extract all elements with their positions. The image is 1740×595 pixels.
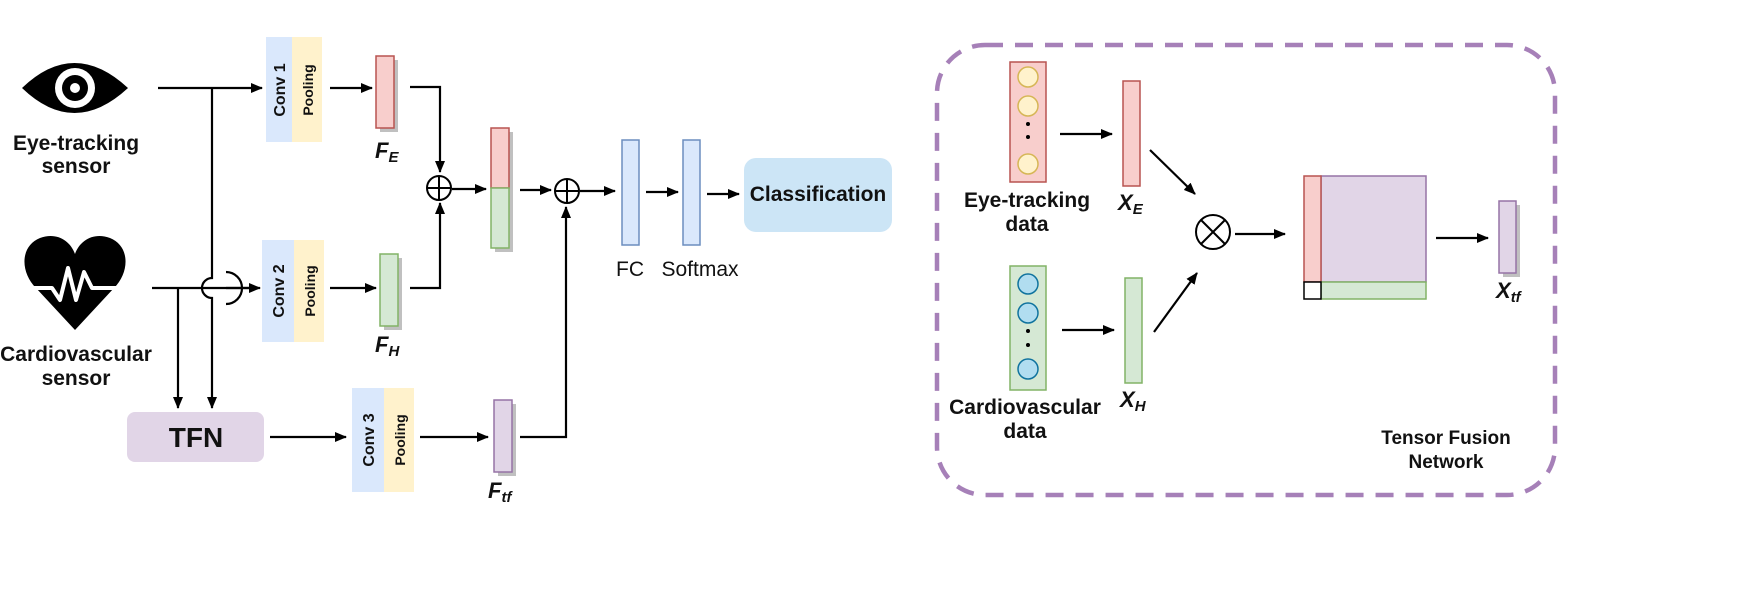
tfn-label: TFN — [169, 422, 223, 453]
xe-vector — [1122, 80, 1141, 187]
cardio-data-column — [1009, 265, 1047, 391]
xtf-label: Xtf — [1494, 278, 1523, 306]
conv1-label: Conv 1 — [272, 63, 289, 116]
sum2-icon — [554, 178, 580, 204]
ftf-label: Ftf — [488, 478, 513, 506]
conv3-label: Conv 3 — [361, 413, 378, 466]
cardio-data-node — [1017, 302, 1039, 324]
arrow-xh-to-product — [1153, 272, 1198, 333]
eye-sensor-label-2: sensor — [42, 155, 111, 178]
ftf-feature — [493, 399, 516, 476]
xtf-vector — [1498, 200, 1520, 277]
cardio-sensor-label-2: sensor — [42, 367, 111, 390]
eye-data-column — [1009, 61, 1047, 183]
eye-sensor-label-1: Eye-tracking — [13, 132, 139, 155]
fc-label: FC — [616, 258, 644, 281]
classification-label: Classification — [750, 183, 887, 206]
conv1-block: Conv 1 Pooling — [266, 37, 322, 142]
arrow-ftf-to-sum2 — [520, 206, 571, 439]
cardio-data-label-2: data — [1003, 420, 1047, 443]
conv3-block: Conv 3 Pooling — [352, 388, 414, 492]
eye-data-label-1: Eye-tracking — [964, 189, 1090, 212]
xh-label: XH — [1118, 387, 1147, 415]
tfn-box — [127, 412, 264, 462]
cardio-data-node — [1017, 358, 1039, 380]
tensor-product-icon — [1195, 214, 1231, 250]
concat-feature — [490, 127, 513, 252]
softmax-layer — [682, 139, 701, 246]
eye-icon — [22, 63, 128, 113]
classification-box — [744, 158, 892, 232]
eye-data-node — [1017, 95, 1039, 117]
softmax-label: Softmax — [661, 258, 739, 281]
heart-icon — [24, 235, 126, 330]
pool3-label: Pooling — [392, 414, 408, 465]
arrow-eye-to-tfn — [200, 88, 217, 409]
tfn-title-1: Tensor Fusion — [1381, 428, 1510, 449]
xh-vector — [1124, 277, 1143, 384]
conv2-label: Conv 2 — [271, 264, 288, 317]
fused-tensor — [1303, 175, 1427, 300]
sum1-icon — [426, 175, 452, 201]
xe-label: XE — [1116, 190, 1144, 218]
arrow-fe-to-sum1 — [410, 85, 445, 173]
eye-data-node — [1017, 153, 1039, 175]
cardio-data-label-1: Cardiovascular — [949, 396, 1101, 419]
fh-feature — [379, 253, 402, 330]
fc-layer — [621, 139, 640, 246]
fh-label: FH — [375, 332, 400, 360]
cardio-sensor-label-1: Cardiovascular — [0, 343, 152, 366]
cardio-data-node — [1017, 273, 1039, 295]
tfn-dashed-border — [934, 42, 1558, 498]
pool2-label: Pooling — [302, 265, 318, 316]
arrow-fh-to-sum1 — [410, 202, 445, 290]
tfn-title-2: Network — [1409, 452, 1484, 473]
arrow-xe-to-product — [1149, 149, 1196, 195]
eye-data-node — [1017, 66, 1039, 88]
fe-label: FE — [375, 138, 399, 166]
eye-data-label-2: data — [1005, 213, 1049, 236]
pool1-label: Pooling — [300, 64, 316, 115]
fe-feature — [375, 55, 398, 132]
conv2-block: Conv 2 Pooling — [262, 240, 324, 342]
